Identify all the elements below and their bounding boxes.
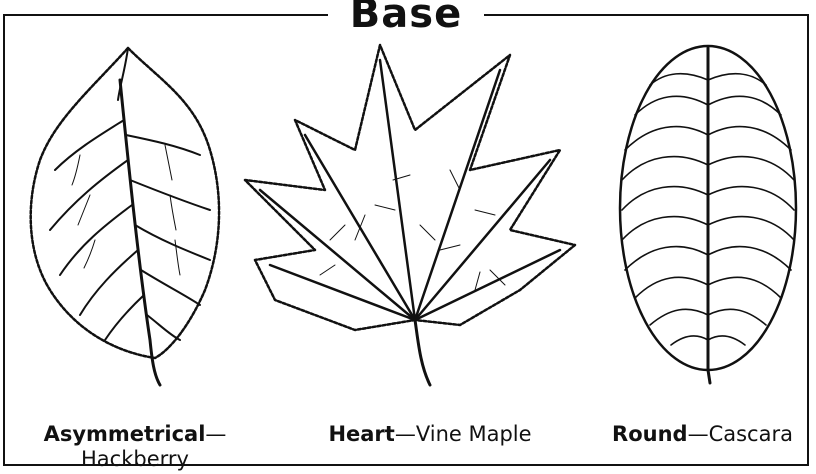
caption-species: Vine Maple — [416, 422, 532, 446]
caption-dash: — — [205, 422, 226, 446]
caption-species: Hackberry — [81, 447, 189, 471]
vine-maple-leaf-illustration — [235, 40, 585, 395]
caption-vine-maple: Heart—Vine Maple — [300, 422, 560, 447]
caption-species: Cascara — [709, 422, 793, 446]
title-text: Base — [328, 0, 484, 37]
caption-type: Asymmetrical — [44, 422, 206, 446]
caption-hackberry: Asymmetrical— Hackberry — [30, 422, 240, 472]
cascara-leaf-illustration — [610, 40, 810, 390]
caption-type: Heart — [328, 422, 394, 446]
caption-cascara: Round—Cascara — [600, 422, 805, 447]
hackberry-leaf-illustration — [20, 40, 240, 390]
figure-title: Base — [5, 0, 807, 34]
caption-dash: — — [395, 422, 416, 446]
caption-type: Round — [612, 422, 688, 446]
caption-dash: — — [688, 422, 709, 446]
